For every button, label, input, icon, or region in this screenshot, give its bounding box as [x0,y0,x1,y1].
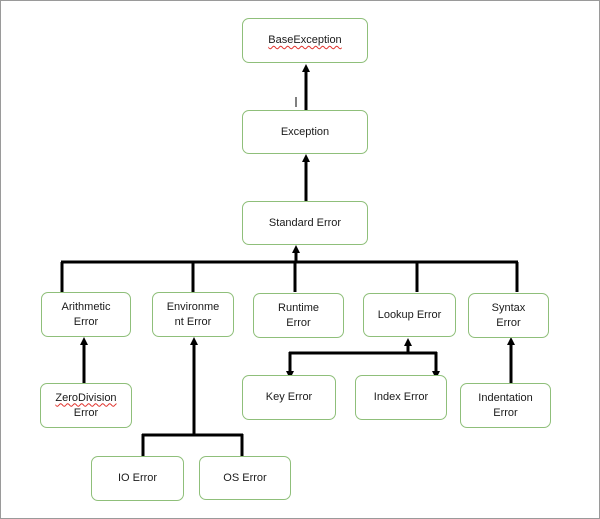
node-lookup-error: Lookup Error [363,293,456,337]
node-os-error: OS Error [199,456,291,500]
zerodivision-word: ZeroDivision [55,391,117,404]
node-key-error-label: Key Error [265,391,313,403]
node-io-error: IO Error [91,456,184,501]
node-lookup-error-label: Lookup Error [377,308,442,321]
node-key-error: Key Error [242,375,336,420]
node-io-error-label: IO Error [117,472,158,484]
node-index-error-label: Index Error [373,391,429,403]
node-environment-error: Environme nt Error [152,292,234,337]
node-exception-label: Exception [280,125,330,138]
node-base-exception-label: BaseException [268,34,342,46]
node-os-error-label: OS Error [223,471,267,484]
node-standard-error-label: Standard Error [268,216,342,229]
node-runtime-error-label: Runtime Error [278,301,319,329]
node-runtime-error: Runtime Error [253,293,344,338]
node-standard-error: Standard Error [242,201,368,245]
node-syntax-error: Syntax Error [468,293,549,338]
node-arithmetic-error: Arithmetic Error [41,292,131,337]
node-base-exception: BaseException [242,18,368,63]
node-environment-error-label: Environme nt Error [166,300,220,328]
node-zerodivision-error: ZeroDivision Error [40,383,132,428]
node-indentation-error-label: Indentation Error [478,391,533,419]
node-arithmetic-error-label: Arithmetic Error [61,300,111,328]
node-indentation-error: Indentation Error [460,383,551,428]
node-zerodivision-error-label: ZeroDivision Error [55,390,117,421]
node-index-error: Index Error [355,375,447,420]
node-syntax-error-label: Syntax Error [491,301,526,329]
node-exception: Exception [242,110,368,154]
